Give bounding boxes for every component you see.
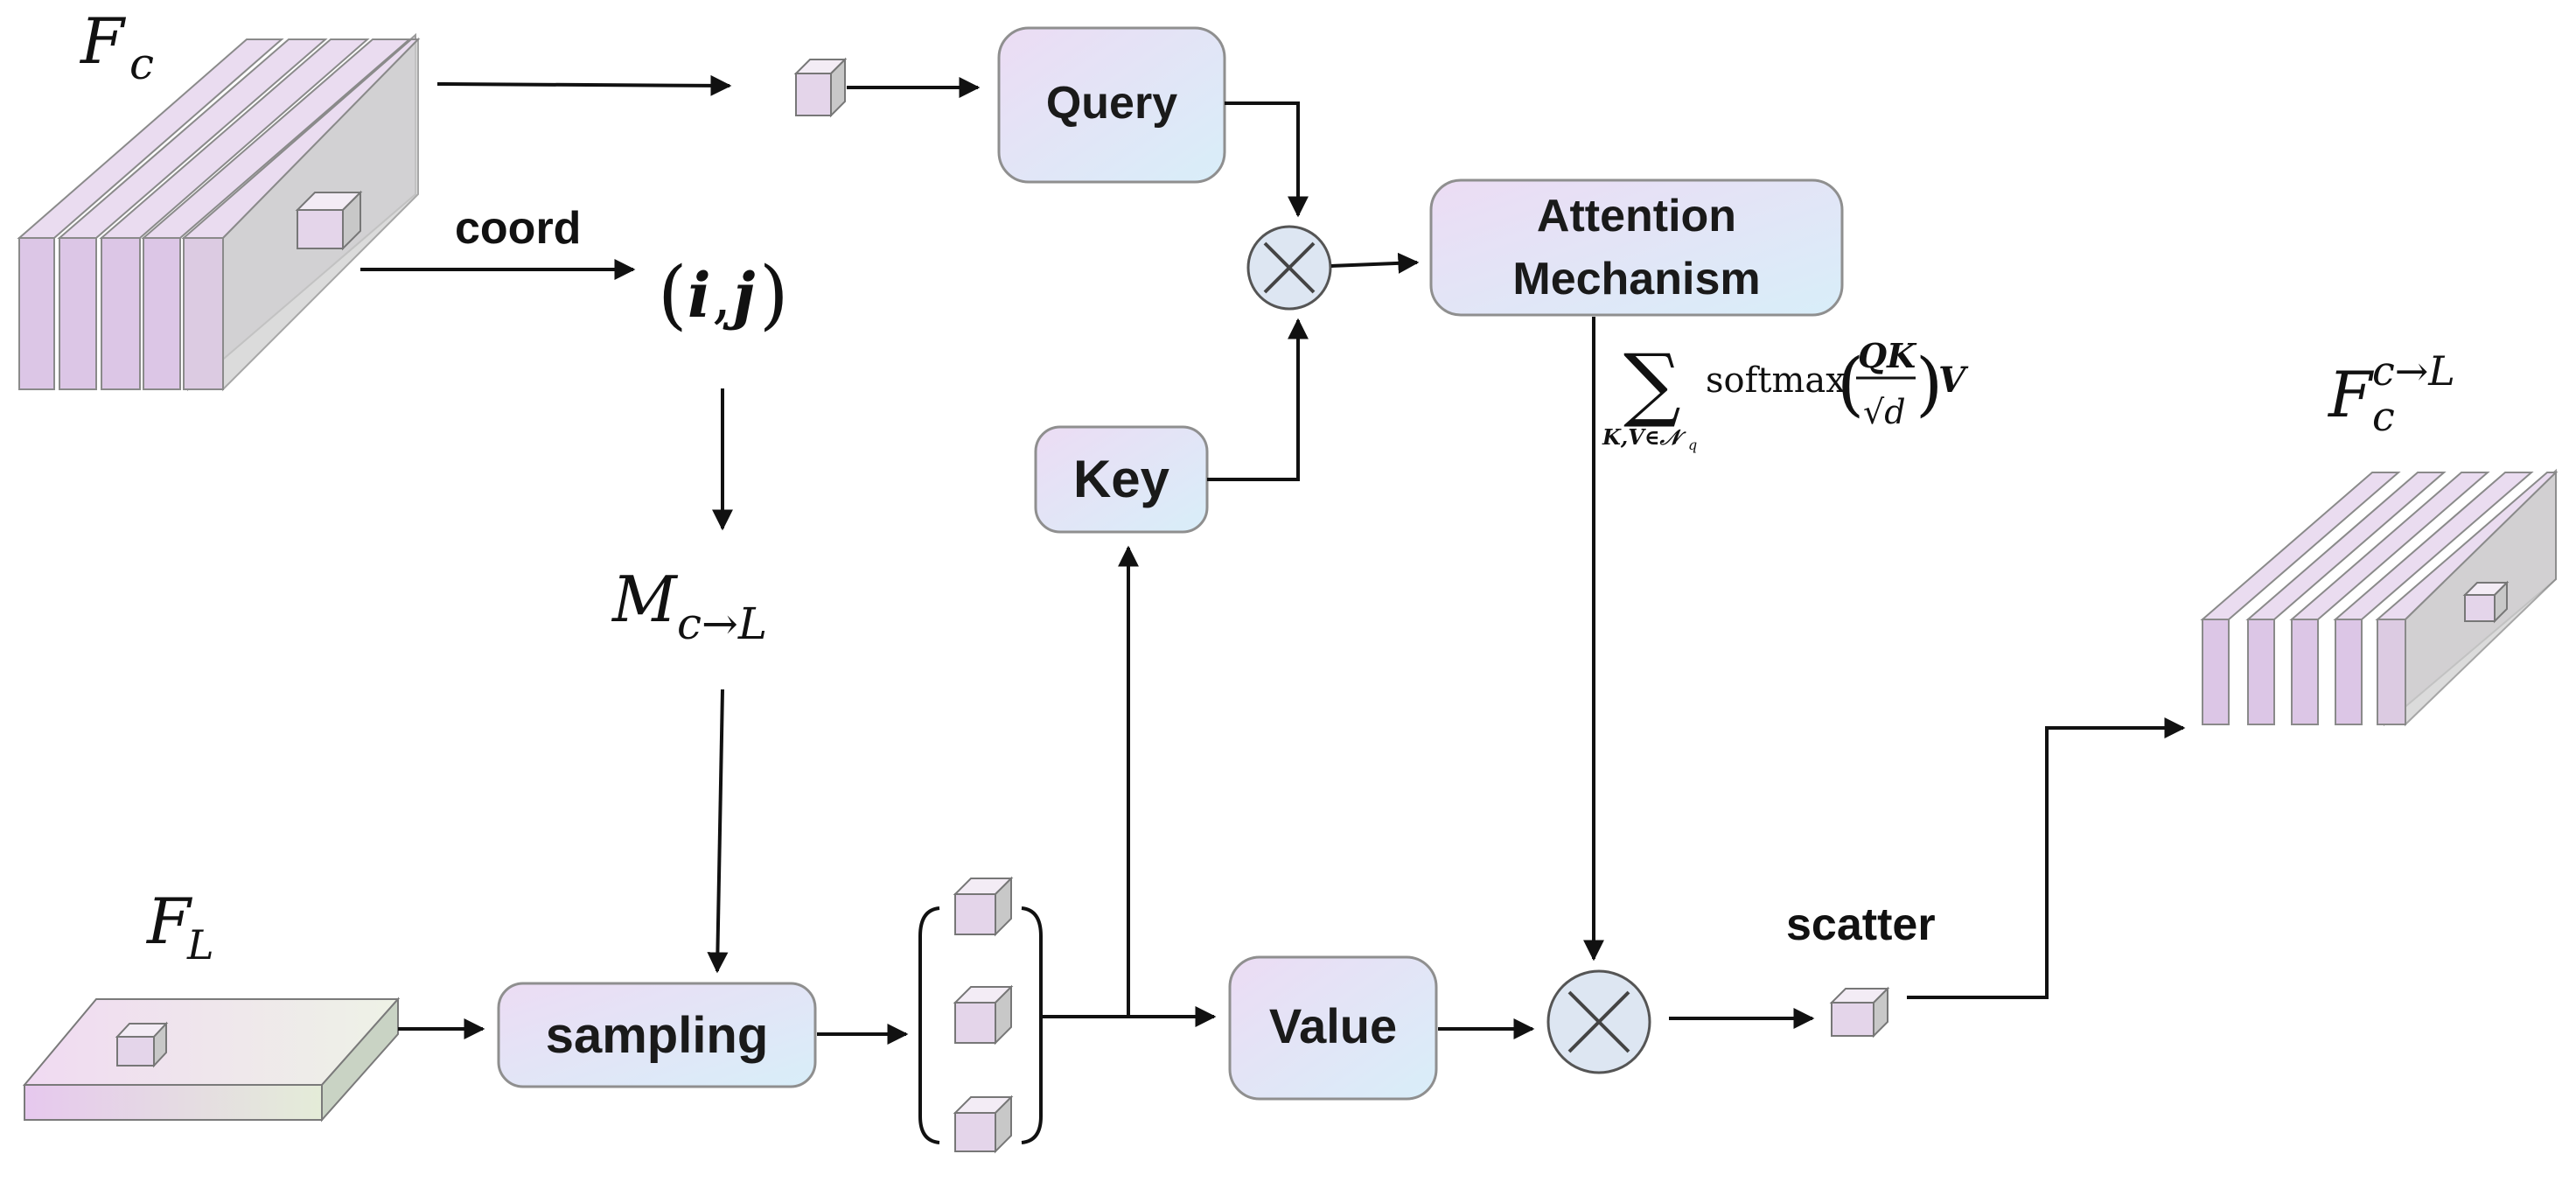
scatter-cube [1829, 986, 1890, 1039]
fc-slice [141, 38, 412, 390]
key-box: Key [1034, 425, 1209, 534]
fcl-label-sub: c [2372, 393, 2395, 440]
attention-label-line2: Mechanism [1512, 254, 1760, 304]
value-box: Value [1228, 955, 1438, 1101]
arrow-fc-to-cube [436, 74, 732, 96]
multiply-operator-top [1246, 225, 1332, 311]
ij-close-paren: ) [759, 251, 789, 339]
multiply-operator-bottom [1546, 969, 1651, 1074]
formula-lparen: ( [1837, 343, 1864, 424]
fc-feature-stack [17, 32, 421, 392]
formula-rparen: ) [1916, 343, 1943, 424]
formula-v: V [1938, 360, 1969, 401]
fcl-slice [2289, 472, 2490, 725]
fl-inner-cube [115, 1021, 169, 1068]
fcl-slice [2245, 472, 2447, 725]
arrow-query-to-multiply [1225, 101, 1309, 218]
formula-denominator: √d [1863, 393, 1906, 431]
key-label: Key [1073, 450, 1170, 508]
arrow-multiply-to-attention [1330, 252, 1420, 274]
formula-numerator: QK [1858, 336, 1917, 375]
fc-label-sub: c [129, 38, 154, 89]
ij-i: i [688, 259, 711, 332]
fc-slice [57, 38, 328, 390]
fcl-slice [2200, 472, 2401, 725]
attention-formula: ∑ K,V∈𝒩 q softmax ( QK √d ) V [1602, 336, 1969, 453]
arrow-m-to-sampling [707, 689, 729, 974]
formula-sum: ∑ [1623, 337, 1681, 430]
coord-label: coord [455, 203, 581, 254]
fl-feature-map [22, 997, 401, 1123]
fl-label-sub: L [186, 921, 214, 969]
formula-sum-sub: K,V∈𝒩 [1602, 424, 1687, 450]
query-box: Query [997, 26, 1226, 184]
fcl-label: F [2327, 358, 2375, 431]
mapping-m: M [611, 563, 679, 636]
fc-slice [99, 38, 370, 390]
formula-softmax: softmax [1706, 360, 1846, 401]
fc-label: F [79, 4, 127, 78]
fc-slice [17, 38, 284, 390]
fcl-slice [2333, 472, 2534, 725]
fcl-inner-cube [2462, 580, 2510, 624]
query-label: Query [1046, 78, 1177, 129]
value-label: Value [1269, 998, 1397, 1053]
sampling-box: sampling [497, 982, 817, 1088]
mapping-label: M c→L [611, 563, 767, 649]
sampled-cube [953, 876, 1014, 937]
connectors [360, 74, 2186, 1045]
sampled-cube [953, 1095, 1014, 1154]
attention-mechanism-box: Attention Mechanism [1429, 178, 1844, 317]
query-token-cube [793, 57, 848, 118]
scatter-label: scatter [1786, 899, 1936, 950]
mapping-sub: c→L [677, 598, 767, 649]
fcl-label-sup: c→L [2372, 347, 2455, 395]
ij-comma: , [712, 260, 731, 332]
ij-coordinate: ( i , j ) [658, 251, 789, 339]
sampling-label: sampling [546, 1007, 769, 1064]
attention-label-line1: Attention [1537, 191, 1736, 241]
ij-open-paren: ( [658, 251, 688, 339]
fl-label: F [145, 885, 193, 958]
right-bracket [1021, 906, 1043, 1144]
left-bracket [918, 906, 940, 1144]
fc-inner-cube [295, 190, 363, 251]
arrow-scatter-to-output [1907, 717, 2186, 999]
sampled-cube [953, 984, 1014, 1046]
arrow-key-to-multiply [1207, 318, 1309, 481]
fcl-output-stack [2200, 468, 2559, 727]
formula-sum-sub-q: q [1688, 437, 1697, 453]
